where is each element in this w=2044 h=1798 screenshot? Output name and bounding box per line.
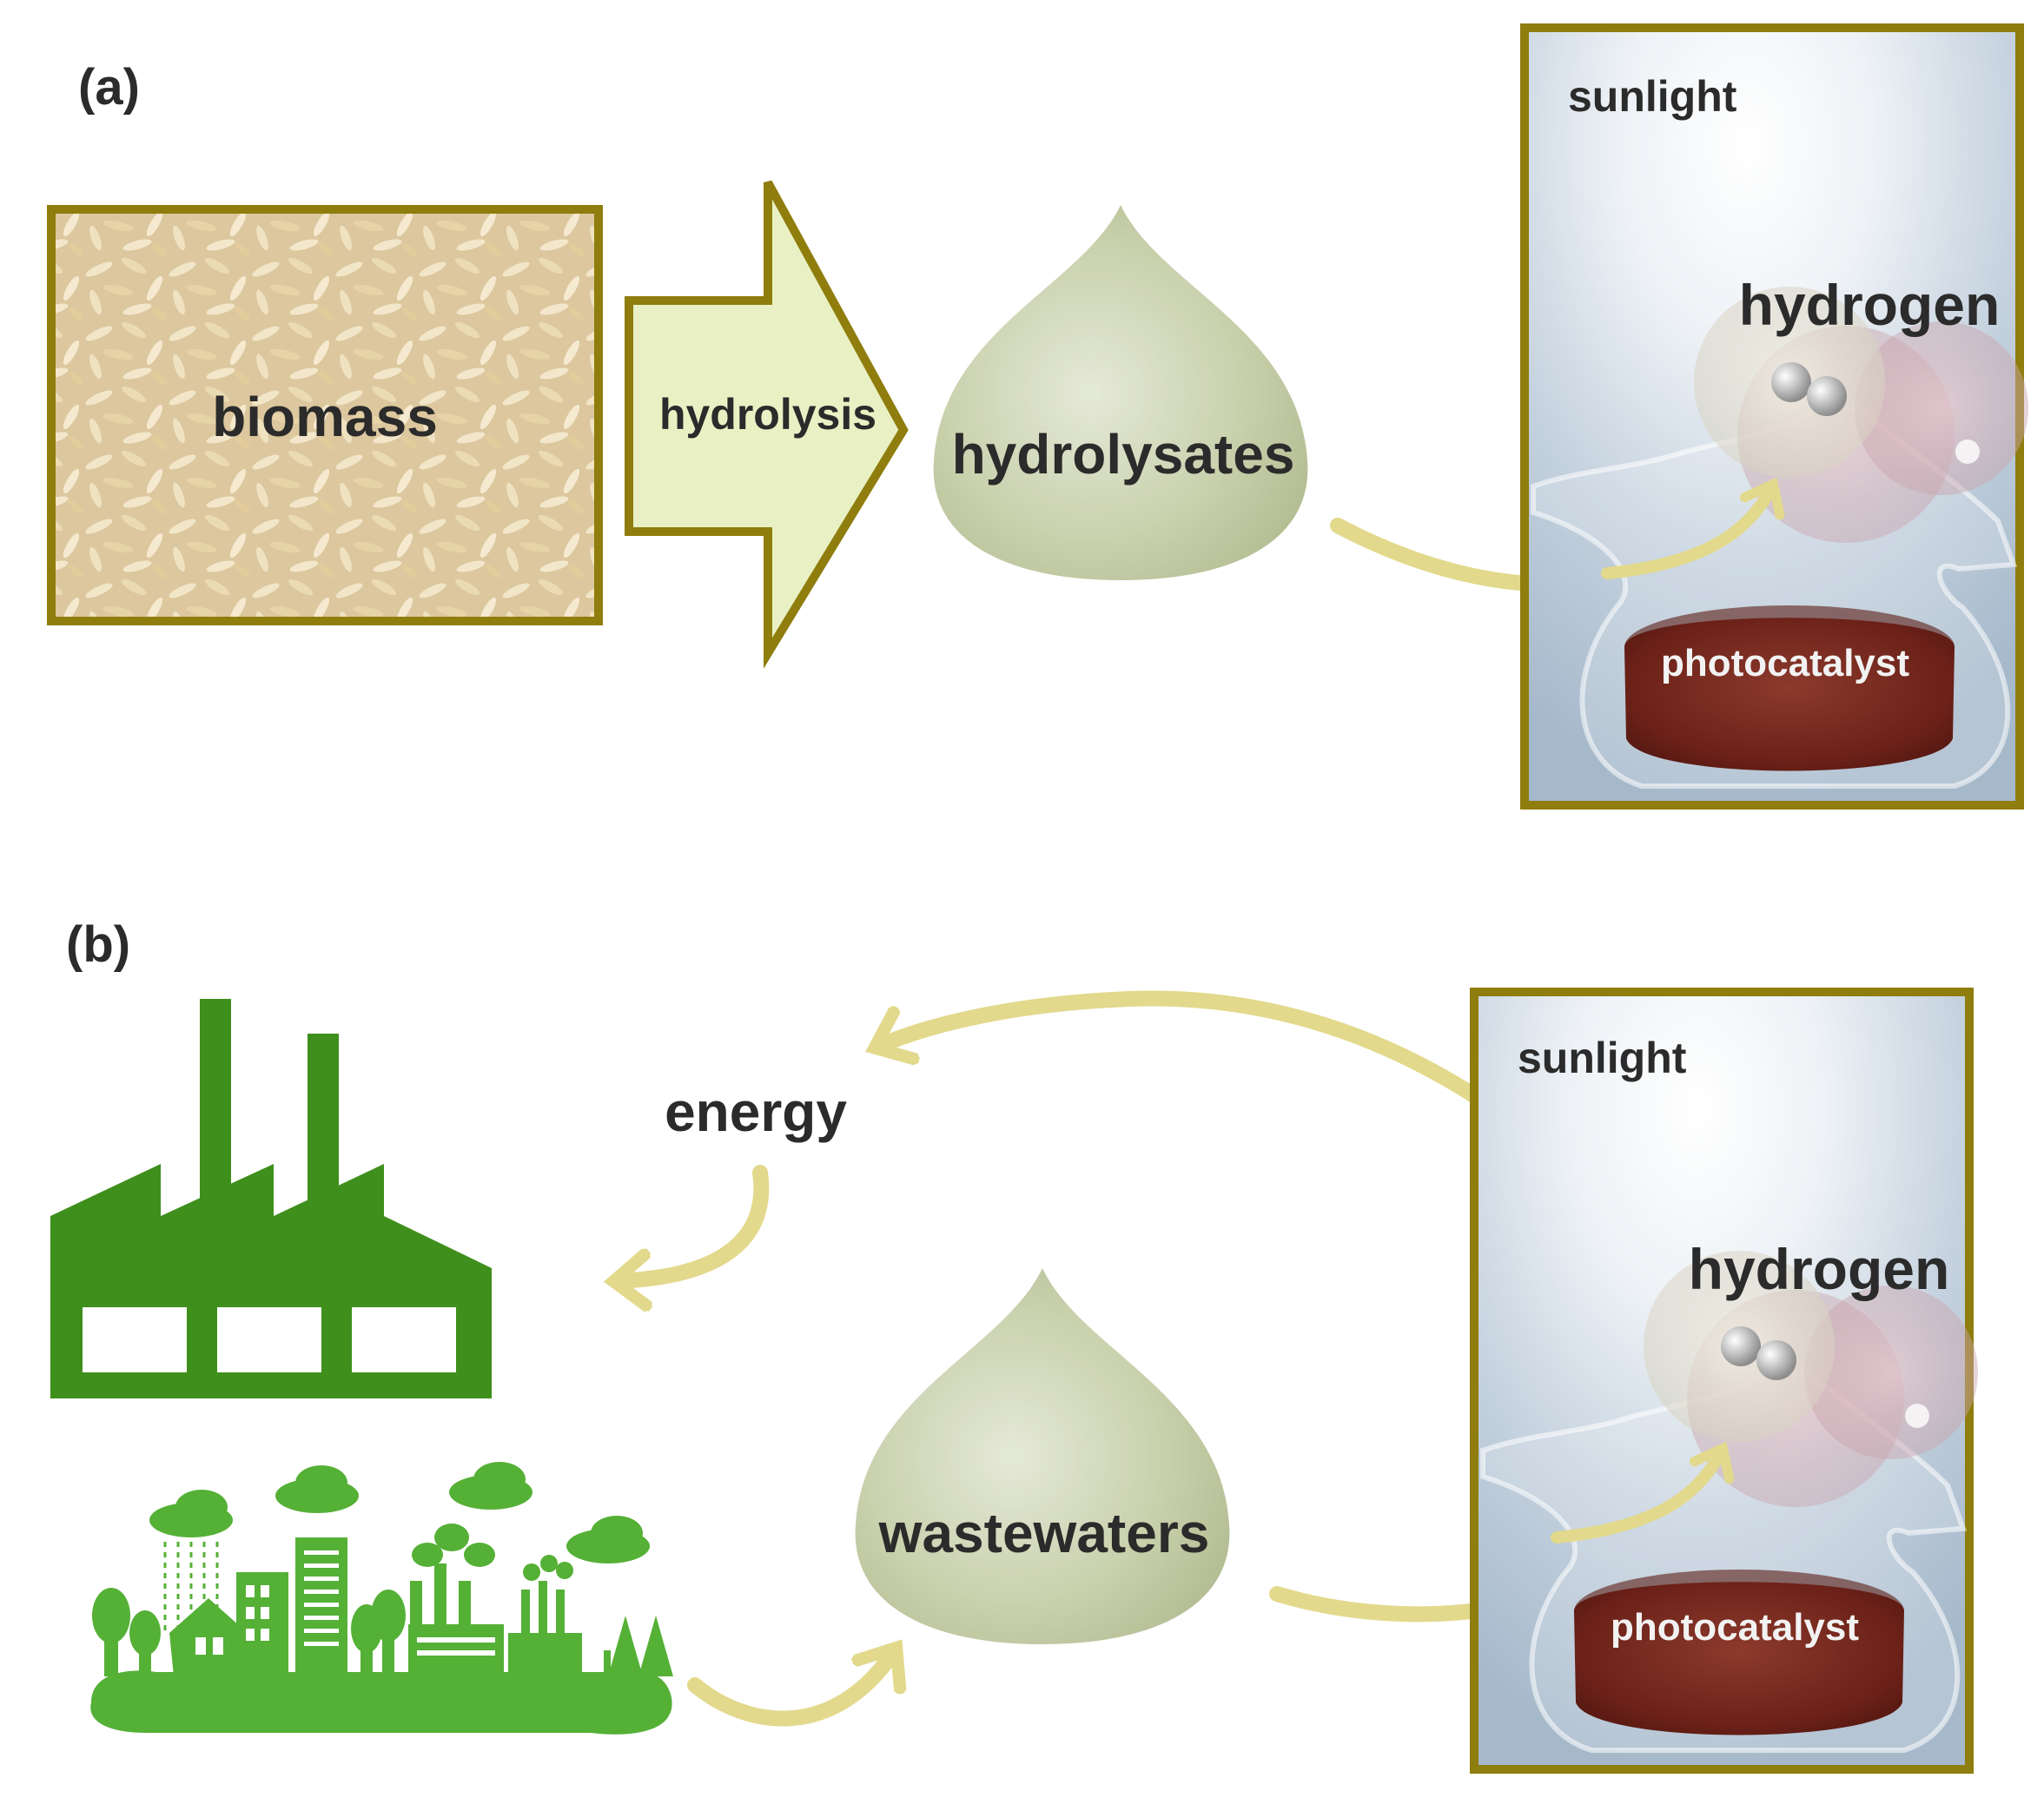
panel-b-tag: (b) — [66, 916, 130, 973]
panel-a-tag: (a) — [78, 59, 140, 116]
photoreactor-panel-b: sunlight hydrogen photocatalyst — [1470, 988, 1978, 1774]
sunlight-label-b: sunlight — [1518, 1034, 1687, 1082]
hydrogen-label-b: hydrogen — [1689, 1237, 1950, 1301]
energy-label: energy — [665, 1081, 847, 1143]
wastewaters-label: wastewaters — [878, 1502, 1210, 1564]
photoreactor-panel-a: sunlight hydrogen photocatalyst — [1520, 23, 2028, 810]
hydrolysis-arrow: hydrolysis — [625, 180, 909, 669]
hydrolysates-label: hydrolysates — [952, 423, 1295, 486]
wastewaters-drop: wastewaters — [855, 1268, 1230, 1644]
hydrolysis-label: hydrolysis — [659, 390, 876, 439]
flow-arrow-energy-to-industry — [617, 1165, 770, 1281]
flow-arrow-city-to-wastewaters — [687, 1650, 895, 1727]
sunlight-label-a: sunlight — [1568, 72, 1737, 121]
flow-arrow-inside-reactor-a — [1601, 486, 1772, 579]
hydrogen-molecule-icon — [1771, 362, 1847, 416]
biomass-label: biomass — [212, 386, 438, 448]
hydrogen-bubbles-a — [1694, 287, 2028, 543]
photocatalyst-label-b: photocatalyst — [1611, 1606, 1859, 1649]
photocatalyst-label-a: photocatalyst — [1661, 642, 1909, 684]
factory-icon — [50, 999, 492, 1398]
hydrogen-label-a: hydrogen — [1739, 273, 2001, 337]
biomass-box: biomass — [47, 205, 603, 625]
hydrolysates-drop: hydrolysates — [933, 205, 1308, 580]
flow-arrow-inside-reactor-b — [1551, 1451, 1722, 1544]
hydrogen-molecule-icon — [1721, 1326, 1796, 1380]
green-city-icon — [90, 1462, 673, 1735]
